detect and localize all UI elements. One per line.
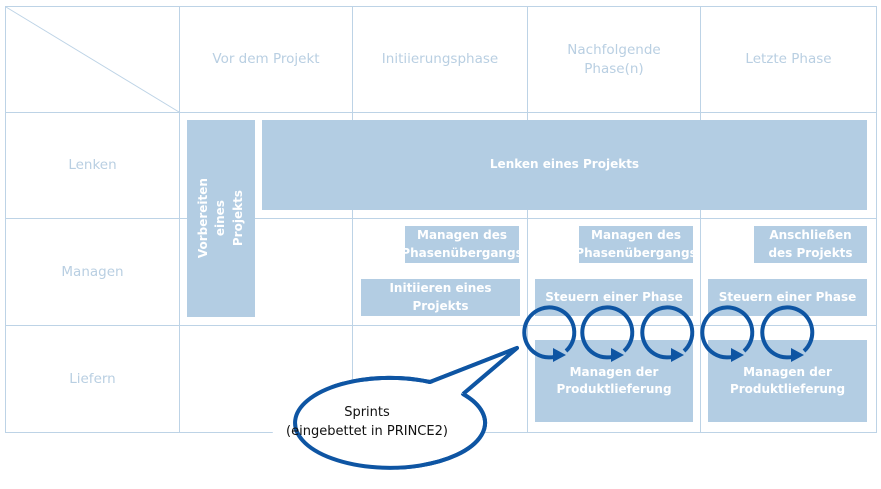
header-diagonal-line (5, 6, 180, 113)
grid-line (527, 6, 528, 433)
callout-bubble-fill (272, 382, 462, 472)
sprint-loop-icon (640, 305, 695, 362)
grid-line (5, 325, 877, 326)
process-managen-phasenuebergang-1: Managen des Phasenübergangs (401, 226, 523, 263)
column-header-vor-dem-projekt: Vor dem Projekt (212, 51, 320, 68)
grid-line (5, 218, 877, 219)
callout-text: Sprints (eingebettet in PRINCE2) (286, 405, 448, 439)
column-header-nachfolgende-phasen: Nachfolgende Phase(n) (567, 42, 661, 77)
sprint-loops (522, 305, 815, 362)
sprint-loop-icon (700, 305, 755, 362)
grid-line (5, 6, 877, 7)
process-initiieren-eines-projekts: Initiieren eines Projekts (361, 279, 520, 316)
row-label-managen: Managen (61, 263, 124, 280)
process-managen-phasenuebergang-2: Managen des Phasenübergangs (575, 226, 697, 263)
sprint-loop-icon (760, 305, 815, 362)
process-abschliessen-des-projekts: Anschließen des Projekts (754, 226, 867, 263)
sprint-loop-icon (522, 305, 577, 362)
row-label-liefern: Liefern (69, 370, 116, 387)
process-vorbereiten-eines-projekts: Vorbereiten eines Projekts (187, 120, 255, 317)
sprint-loop-icon (580, 305, 635, 362)
grid-line (700, 6, 701, 433)
grid-line (352, 6, 353, 433)
callout-outline (293, 375, 488, 470)
process-lenken-eines-projekts: Lenken eines Projekts (262, 120, 867, 210)
grid-line (876, 6, 877, 433)
grid-line (5, 112, 877, 113)
row-label-lenken: Lenken (68, 157, 117, 174)
grid-line (5, 6, 6, 433)
column-header-initiierungsphase: Initiierungsphase (381, 51, 499, 68)
callout-pointer (429, 346, 519, 396)
grid-line (179, 6, 180, 433)
column-header-letzte-phase: Letzte Phase (745, 51, 832, 68)
